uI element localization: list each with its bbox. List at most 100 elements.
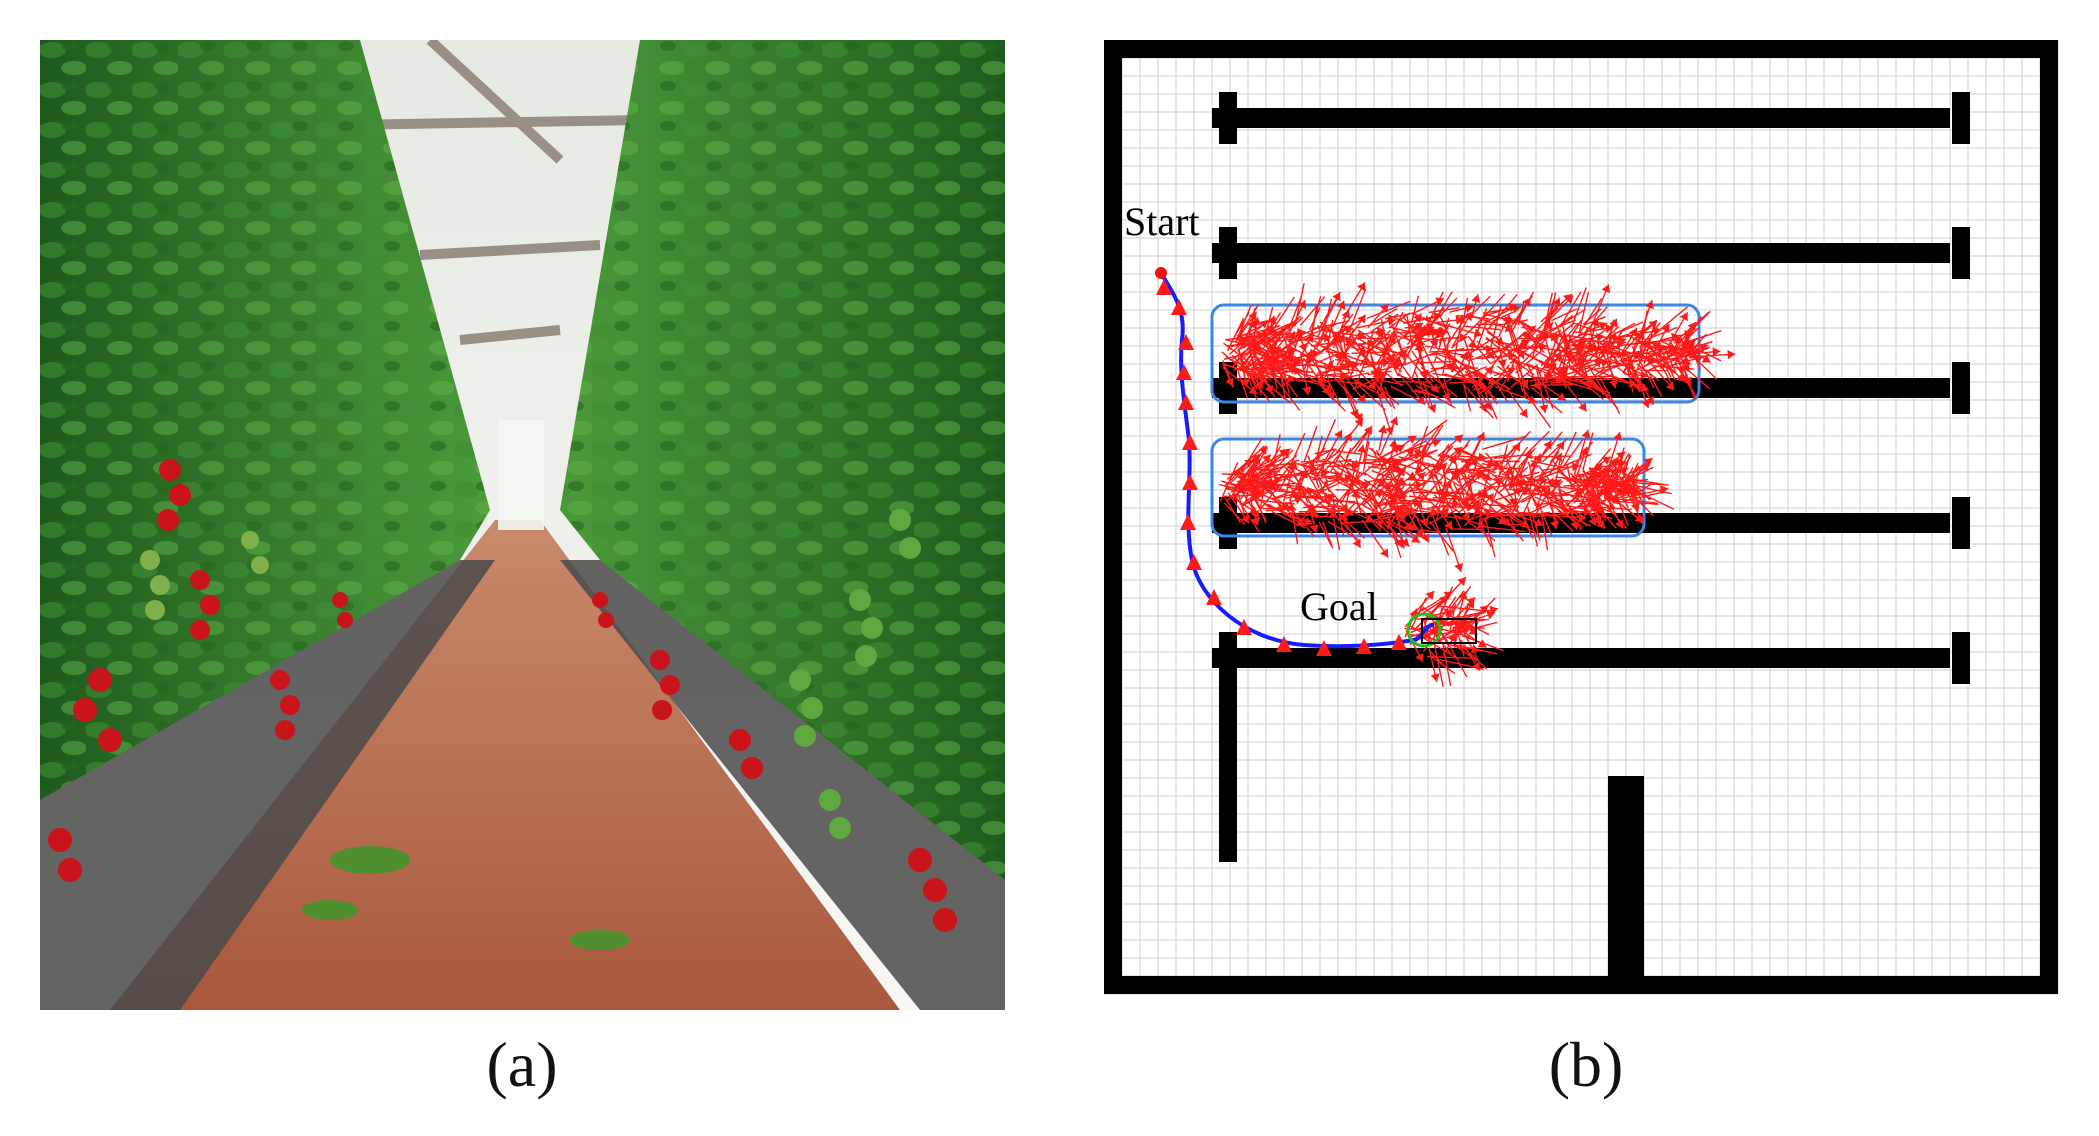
search-arrowhead <box>1397 490 1407 500</box>
search-arrowhead <box>1592 516 1603 525</box>
search-arrow <box>1625 477 1669 487</box>
search-arrowhead <box>1318 374 1328 384</box>
search-arrowhead <box>1413 499 1423 509</box>
search-arrow <box>1494 319 1528 327</box>
search-arrow <box>1671 343 1708 351</box>
path-heading-arrow <box>1391 634 1407 650</box>
search-arrowhead <box>1583 506 1592 517</box>
search-arrow <box>1397 374 1435 390</box>
search-arrowhead <box>1511 442 1520 452</box>
wall-right <box>2040 40 2058 994</box>
green-tomatoes-right <box>789 509 921 839</box>
search-arrowhead <box>1247 319 1256 329</box>
search-arrow <box>1371 447 1385 471</box>
search-arrow <box>1398 456 1445 469</box>
search-arrow <box>1426 655 1475 660</box>
search-arrowhead <box>1357 314 1366 324</box>
search-arrow <box>1515 365 1524 392</box>
weeds <box>302 846 630 950</box>
search-arrow <box>1429 297 1458 327</box>
search-arrow <box>1330 365 1369 388</box>
search-arrow <box>1574 331 1610 339</box>
search-arrow <box>1454 616 1490 636</box>
search-arrow <box>1424 345 1448 351</box>
search-arrowhead <box>1352 538 1361 548</box>
search-arrow <box>1367 486 1396 519</box>
search-arrowhead <box>1390 457 1400 467</box>
search-arrow <box>1607 492 1631 503</box>
search-arrow <box>1232 479 1271 496</box>
search-arrow <box>1679 340 1722 362</box>
search-arrowhead <box>1435 488 1445 497</box>
search-arrow <box>1382 447 1415 483</box>
search-arrowhead <box>1447 634 1456 644</box>
greenhouse-photo <box>40 36 1005 1010</box>
search-arrowhead <box>1508 303 1517 313</box>
search-arrowhead <box>1501 315 1511 325</box>
search-arrow <box>1588 482 1632 494</box>
search-arrow <box>1529 466 1571 484</box>
search-arrow <box>1449 646 1468 678</box>
search-arrow <box>1461 365 1488 378</box>
search-arrow <box>1267 323 1288 336</box>
search-arrow <box>1268 343 1286 387</box>
path-heading-arrow <box>1356 638 1372 654</box>
search-arrowhead <box>1454 434 1464 444</box>
search-arrow <box>1258 318 1300 345</box>
search-arrow <box>1610 348 1649 358</box>
search-arrowhead <box>1601 284 1611 294</box>
search-arrowhead <box>1520 340 1530 349</box>
search-arrow <box>1614 465 1620 489</box>
search-arrow <box>1652 357 1676 374</box>
search-arrow <box>1462 383 1472 412</box>
search-arrow <box>1451 463 1469 481</box>
search-arrowhead <box>1520 378 1529 388</box>
search-arrow <box>1519 511 1551 517</box>
search-arrowhead <box>1376 478 1386 487</box>
search-arrow <box>1454 621 1478 630</box>
green-tomatoes-left <box>140 531 269 620</box>
search-arrowhead <box>1266 355 1276 364</box>
search-arrow <box>1491 485 1527 521</box>
search-arrowhead <box>1240 378 1250 387</box>
search-arrow <box>1379 379 1404 386</box>
search-arrow <box>1524 331 1545 354</box>
search-arrowhead <box>1374 519 1384 529</box>
path-heading-arrow <box>1206 589 1222 605</box>
search-arrow <box>1283 465 1302 485</box>
search-arrowhead <box>1357 282 1366 292</box>
search-arrow <box>1549 492 1572 520</box>
search-arrow <box>1562 438 1584 468</box>
search-arrow <box>1636 363 1660 382</box>
search-arrow <box>1376 389 1393 436</box>
search-arrow <box>1688 353 1736 358</box>
search-arrow <box>1294 283 1305 327</box>
search-arrow <box>1563 334 1572 370</box>
search-arrow <box>1331 466 1352 488</box>
search-arrow <box>1351 351 1387 354</box>
search-arrow <box>1540 513 1549 551</box>
search-arrow <box>1358 384 1386 411</box>
post-left-5 <box>1219 632 1237 862</box>
search-arrowhead <box>1332 292 1341 302</box>
greenhouse-illustration <box>40 36 1005 1010</box>
search-arrowhead <box>1533 453 1542 463</box>
search-arrowhead <box>1309 524 1319 533</box>
search-arrow <box>1551 308 1578 322</box>
search-arrow <box>1650 306 1688 338</box>
tomatoes-left <box>48 459 353 882</box>
search-arrowhead <box>1415 652 1424 662</box>
arrow-cloud-1 <box>1221 281 1736 436</box>
search-arrowhead <box>1375 329 1384 339</box>
search-arrow <box>1399 524 1419 539</box>
search-arrow <box>1265 312 1282 337</box>
search-arrow <box>1547 362 1560 383</box>
search-arrowhead <box>1380 548 1389 558</box>
wall-bottom <box>1104 976 2058 994</box>
search-arrow <box>1299 296 1326 326</box>
arrow-cloud-2 <box>1218 416 1675 572</box>
search-arrow <box>1309 296 1322 340</box>
search-arrowhead <box>1609 318 1618 328</box>
search-arrow <box>1337 501 1358 522</box>
search-arrow <box>1574 470 1607 477</box>
